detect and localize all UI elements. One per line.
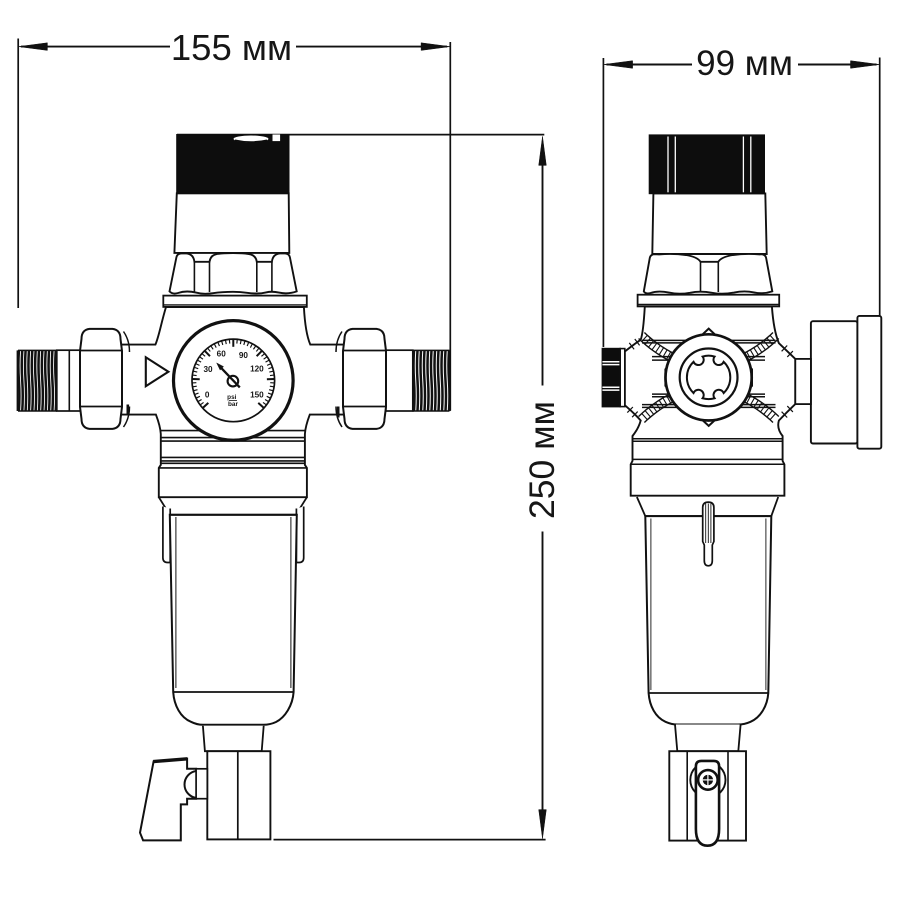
- svg-text:99 мм: 99 мм: [696, 44, 793, 83]
- svg-text:bar: bar: [228, 401, 238, 408]
- svg-text:0: 0: [205, 391, 210, 400]
- svg-text:90: 90: [239, 351, 249, 360]
- svg-text:250 мм: 250 мм: [522, 401, 562, 519]
- svg-text:60: 60: [217, 350, 227, 359]
- svg-text:120: 120: [250, 365, 264, 374]
- svg-text:30: 30: [203, 365, 213, 374]
- svg-text:150: 150: [250, 391, 264, 400]
- svg-text:psi: psi: [227, 394, 236, 401]
- svg-text:155 мм: 155 мм: [171, 27, 292, 68]
